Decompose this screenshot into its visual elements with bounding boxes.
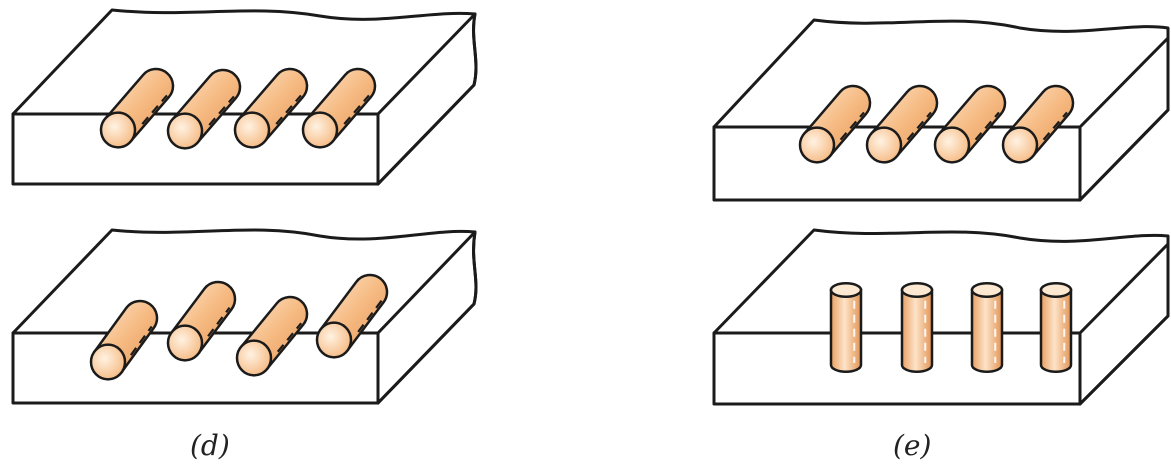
- top-face: [712, 18, 1170, 202]
- front-face: [712, 331, 1082, 406]
- side-face: [376, 12, 478, 186]
- fiber: [166, 280, 237, 362]
- fiber: [166, 68, 242, 150]
- fiber: [865, 84, 939, 164]
- block-d-top: [11, 8, 478, 186]
- fibers-e-bottom: [829, 282, 1073, 373]
- side-face: [1078, 242, 1170, 406]
- fiber: [900, 282, 934, 373]
- fiber: [1039, 282, 1073, 373]
- fiber: [970, 282, 1004, 373]
- fiber: [89, 299, 159, 381]
- top-face: [712, 228, 1170, 406]
- fiber: [301, 67, 377, 149]
- fiber: [1001, 84, 1075, 164]
- fibers-d-bottom: [89, 273, 389, 381]
- fiber: [315, 273, 389, 359]
- fiber: [829, 282, 863, 373]
- top-face: [11, 8, 478, 186]
- fibers-e-top: [798, 84, 1075, 164]
- fiber: [933, 84, 1007, 164]
- block-e-top: [712, 18, 1170, 202]
- block-e-bottom: [712, 228, 1170, 406]
- fibers-d-top: [99, 67, 377, 150]
- block-d-bottom: [11, 228, 478, 405]
- fiber: [99, 67, 175, 149]
- side-face: [376, 230, 478, 405]
- caption-d: (d): [190, 429, 230, 462]
- fiber: [233, 67, 309, 149]
- side-face: [1078, 36, 1170, 202]
- fiber: [235, 295, 309, 377]
- caption-e: (e): [893, 429, 931, 462]
- fiber: [798, 84, 872, 164]
- top-face: [11, 228, 478, 405]
